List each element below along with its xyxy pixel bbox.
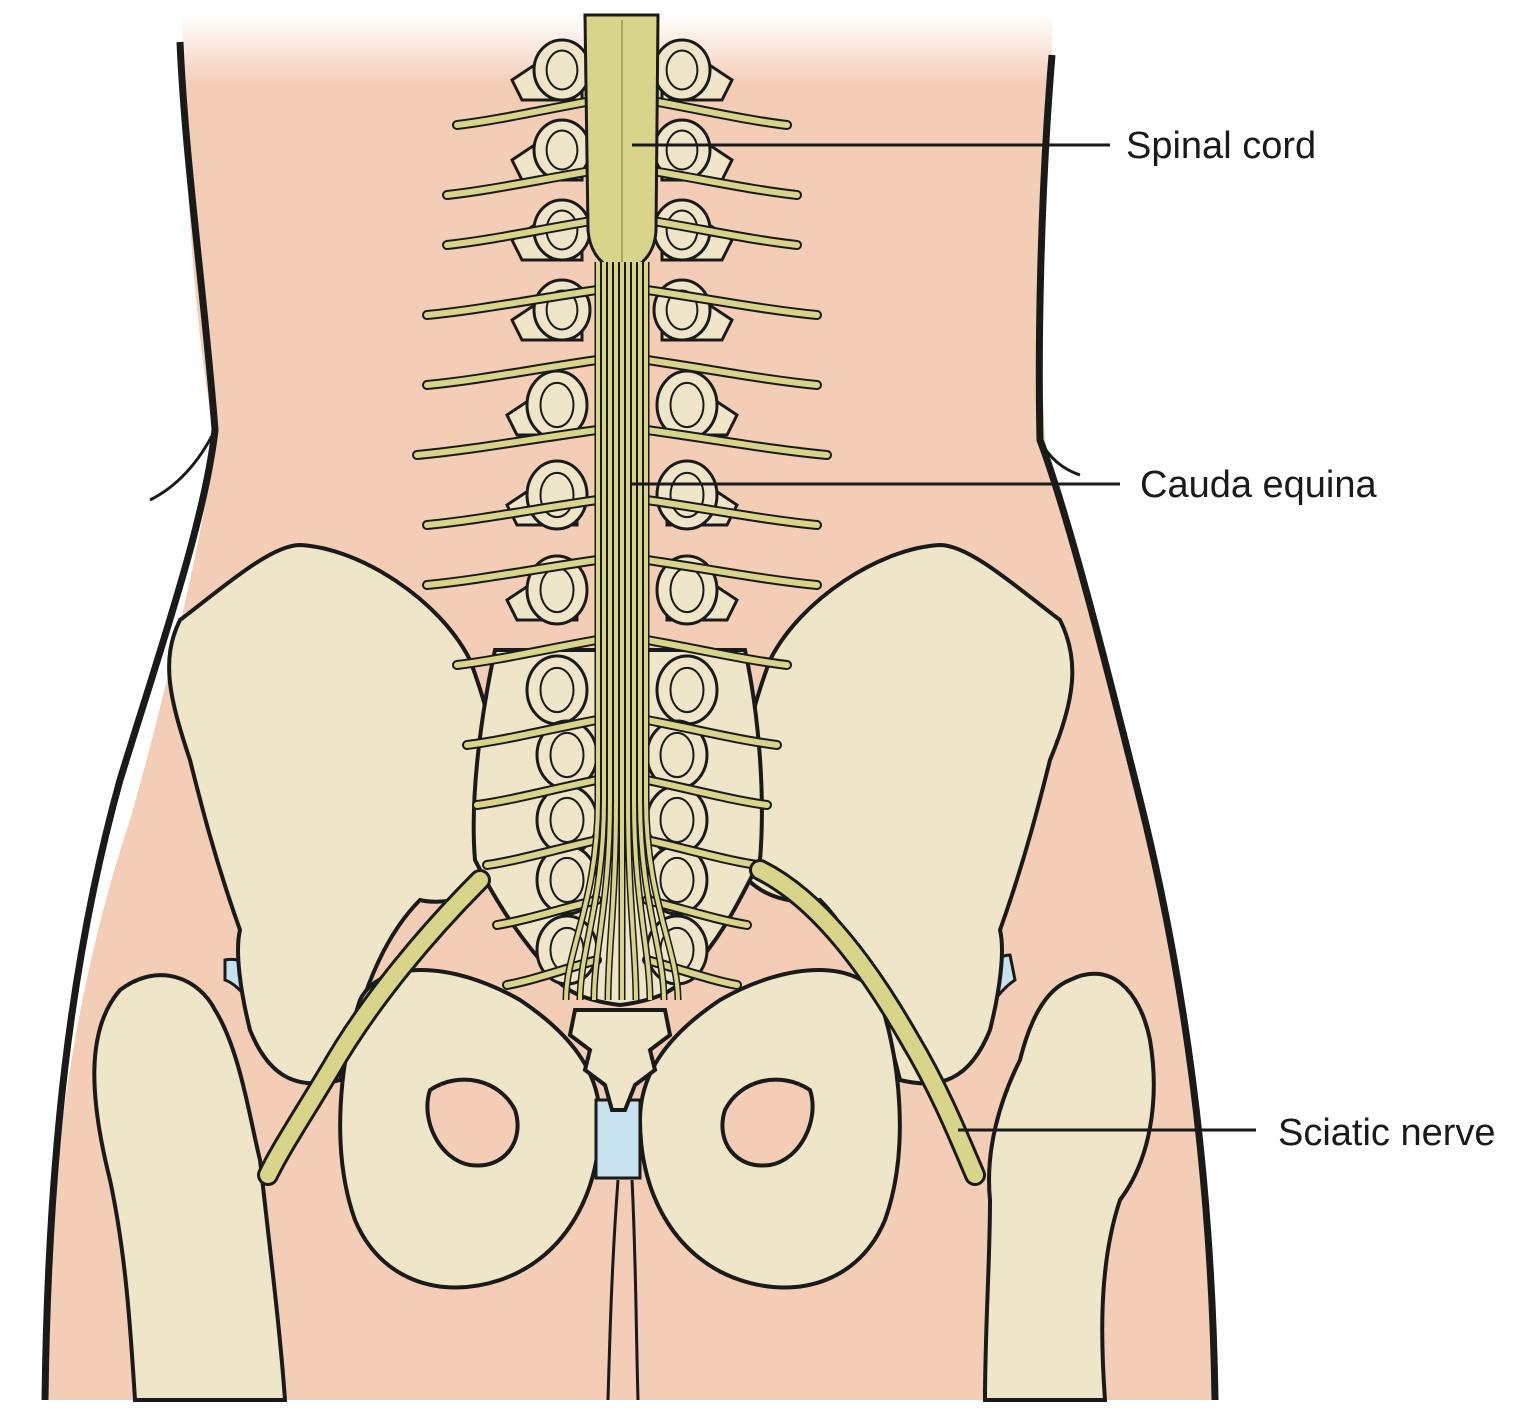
nerve-root-right [644, 777, 770, 808]
nerve-root-right [644, 287, 820, 318]
nerve-root-left [424, 287, 600, 318]
nerve-root-right [644, 717, 780, 748]
cauda-strand [638, 262, 666, 1001]
vertebra-facet-inner-left [539, 381, 575, 429]
vertebra-facet-right [655, 459, 719, 531]
nerve-roots [412, 95, 832, 990]
nerve-root-right [644, 357, 820, 388]
vertebra-facet-inner-right [665, 49, 699, 91]
torso-left-outline [41, 41, 219, 1401]
cauda-strand [644, 262, 680, 1001]
nerve-root-left [454, 637, 600, 668]
left-ilium [167, 542, 504, 1086]
cauda-strand [564, 262, 600, 1001]
pubic-cartilage [594, 1098, 642, 1180]
cauda-strand [626, 262, 638, 1001]
nerve-root-left [484, 837, 600, 868]
vertebra-facet-inner-left [549, 856, 585, 904]
cauda-strand [592, 262, 612, 1001]
nerve-root-right [644, 637, 790, 668]
vertebra-facet-inner-right [665, 129, 699, 171]
vertebra-facet-inner-left [539, 471, 575, 519]
gluteal-cleft [606, 1179, 640, 1401]
right-femur [982, 971, 1156, 1402]
waist-left-crease [149, 429, 217, 502]
left-femur [92, 973, 288, 1402]
vertebra-facet-left [525, 459, 589, 531]
label-cauda-equina: Cauda equina [1140, 464, 1377, 506]
label-sciatic-nerve: Sciatic nerve [1278, 1112, 1496, 1154]
nerve-root-right [644, 217, 800, 248]
vertebra-facet-inner-right [659, 731, 695, 779]
nerve-root-left [424, 357, 600, 388]
vertebra-facet-left [532, 38, 592, 102]
vertebra-facet-inner-right [659, 856, 695, 904]
vertebra-facet-inner-left [539, 666, 575, 714]
vertebra-facet-inner-left [545, 49, 579, 91]
nerve-root-left [444, 167, 600, 198]
cauda-strand [606, 262, 618, 1001]
cauda-strand [632, 262, 652, 1001]
nerve-root-right [644, 167, 800, 198]
vertebra-facet-inner-left [549, 731, 585, 779]
nerve-root-right [644, 837, 760, 868]
vertebra-facet-inner-right [669, 381, 705, 429]
torso-right-outline [1035, 54, 1219, 1401]
waist-right-crease [1038, 439, 1081, 477]
vertebra-facet-right [652, 38, 712, 102]
nerve-root-right [644, 557, 820, 588]
vertebra-facet-right [655, 654, 719, 726]
nerve-root-left [464, 717, 600, 748]
nerve-root-left [474, 777, 600, 808]
vertebra-facet-left [525, 654, 589, 726]
right-sciatic-nerve-fill [752, 862, 983, 1183]
nerve-root-left [444, 217, 600, 248]
vertebra-facet-inner-right [669, 666, 705, 714]
nerve-root-left [424, 497, 600, 528]
left-obturator [425, 1077, 520, 1168]
nerve-root-right [644, 497, 820, 528]
cauda-equina-bundle [562, 262, 682, 1001]
cauda-strand [578, 262, 606, 1001]
coccyx [567, 1008, 673, 1112]
nerve-root-right [644, 97, 790, 128]
nerve-root-left [414, 427, 600, 458]
nerve-root-right [644, 427, 830, 458]
right-obturator [720, 1077, 815, 1168]
left-sciatic-nerve-fill [260, 872, 488, 1183]
vertebra-facet-inner-right [669, 471, 705, 519]
nerve-root-left [424, 557, 600, 588]
label-spinal-cord: Spinal cord [1126, 125, 1317, 167]
vertebra-facet-inner-left [545, 129, 579, 171]
nerve-root-left [454, 97, 600, 128]
